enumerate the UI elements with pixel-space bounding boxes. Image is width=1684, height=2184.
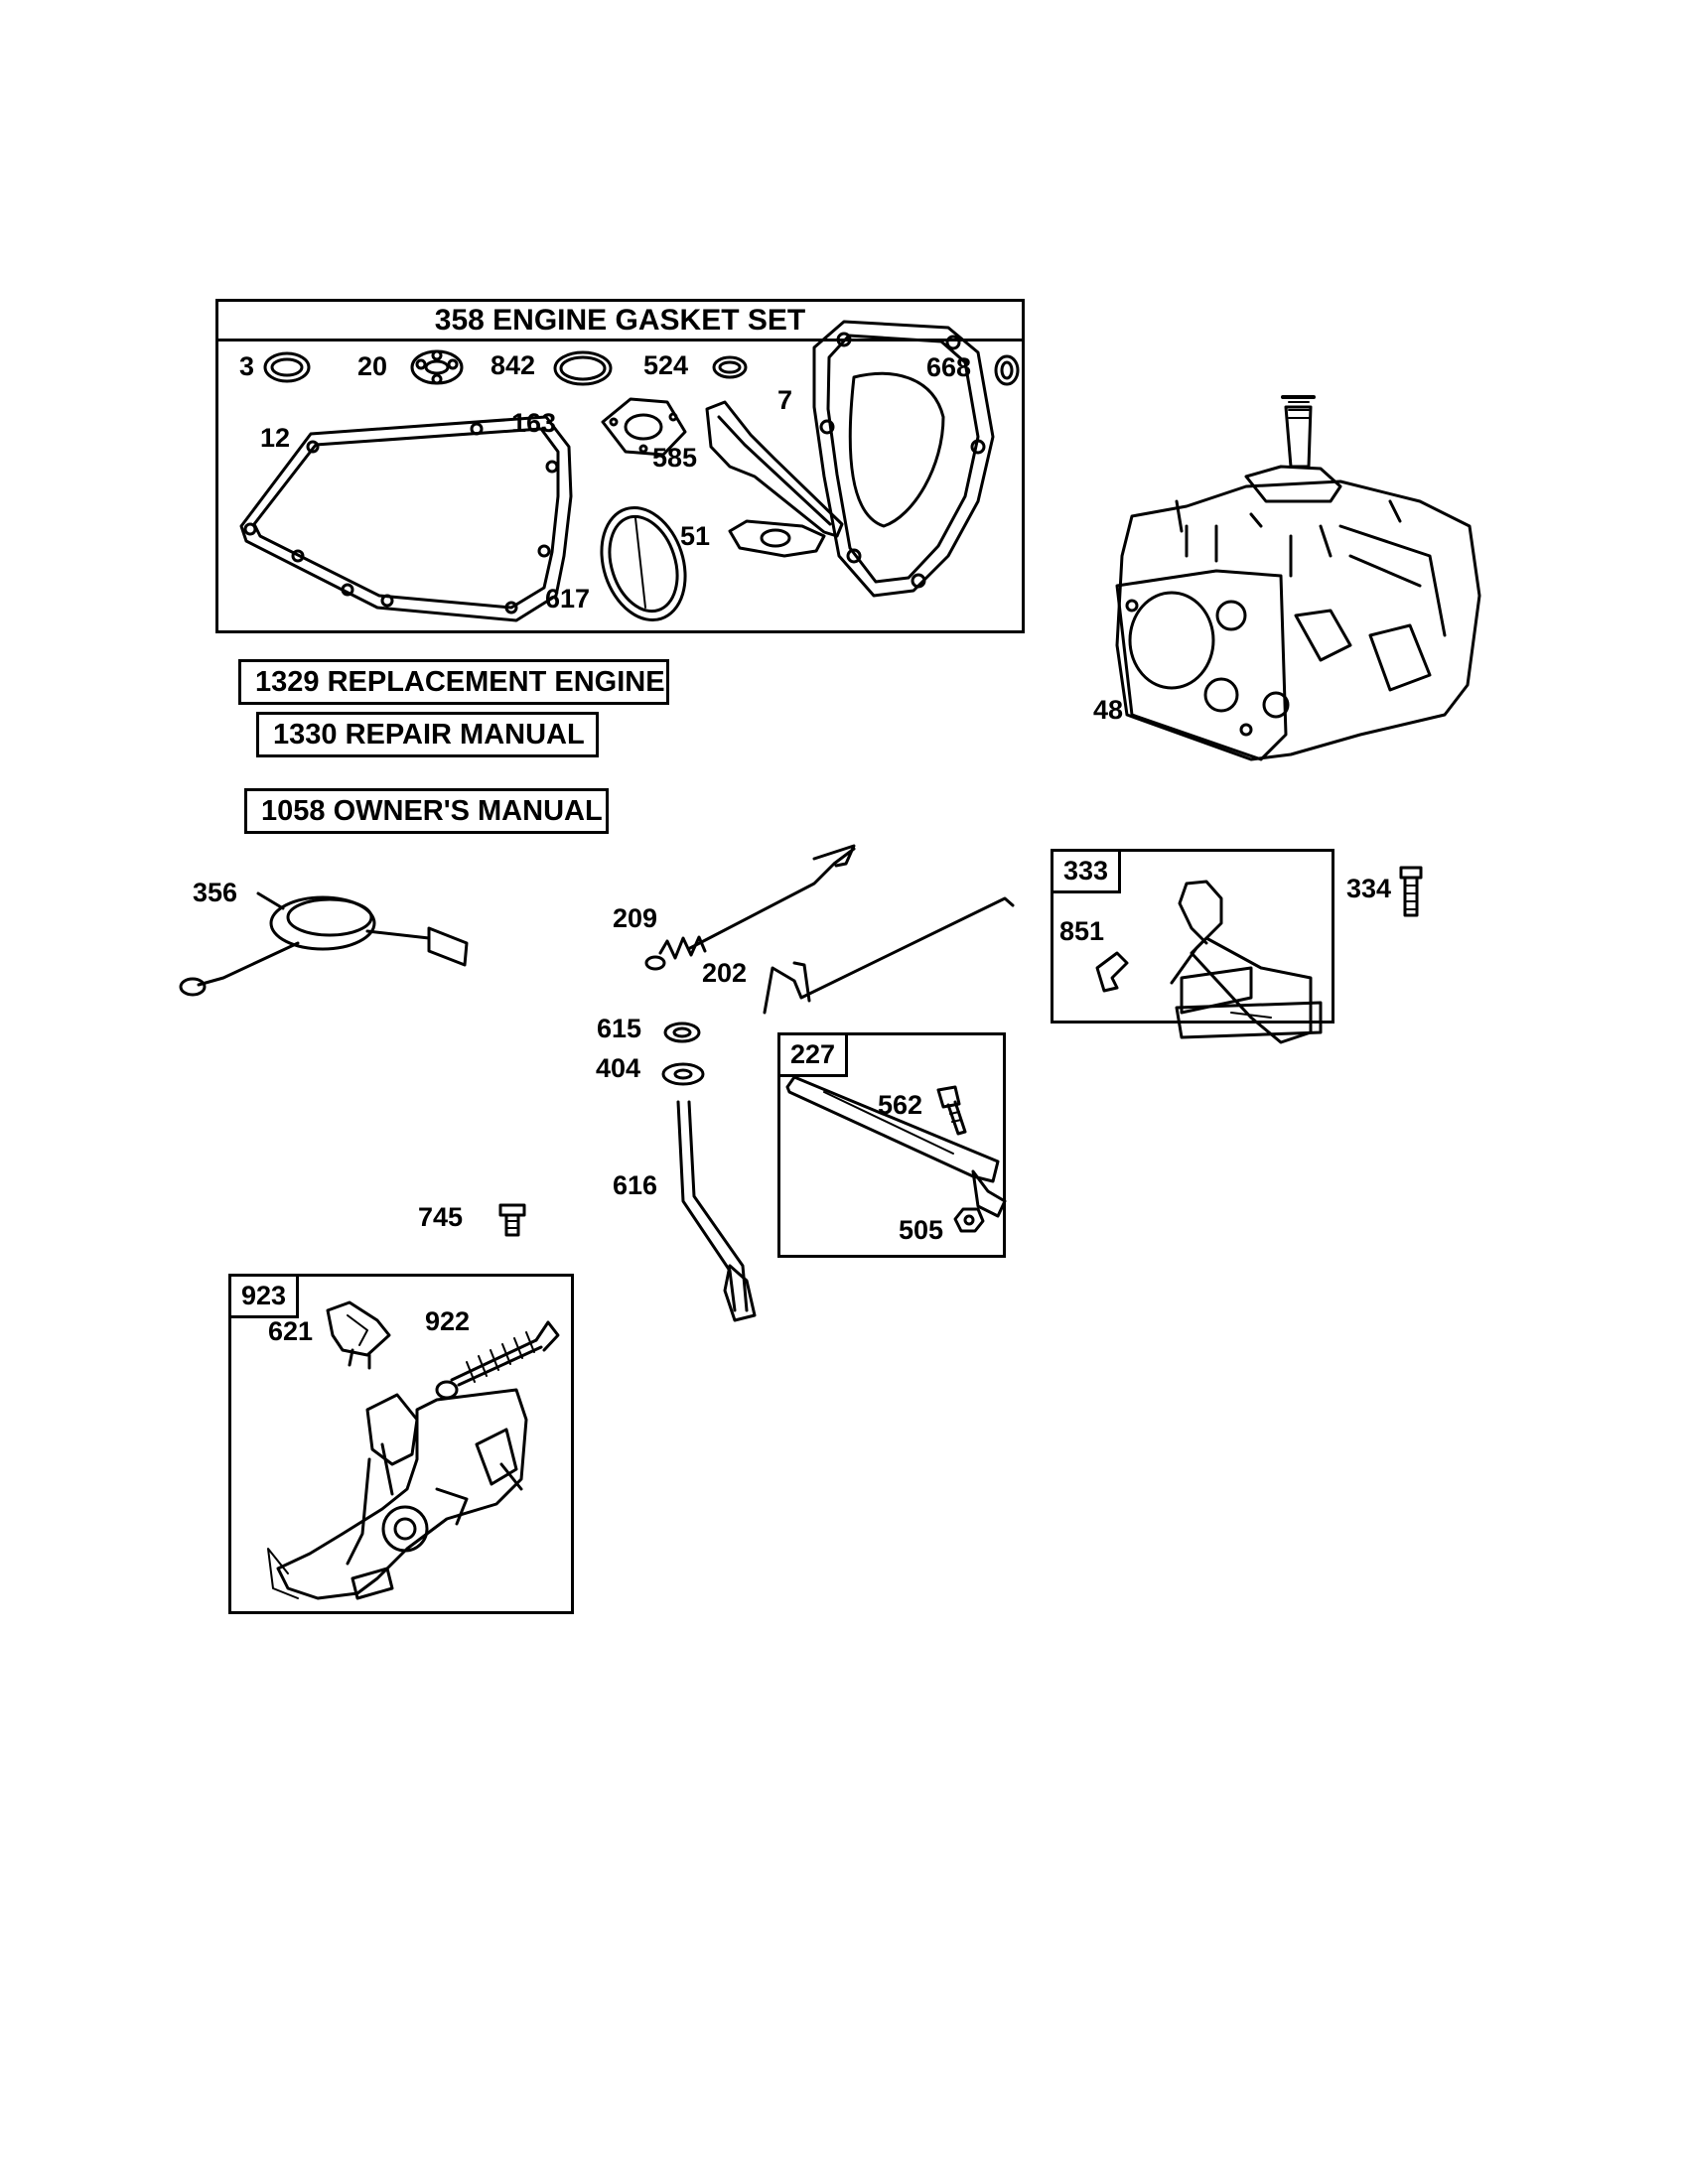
governor-spring-209-drawing: [644, 844, 856, 971]
part-label-585: 585: [652, 443, 698, 473]
bearing-20-drawing: [410, 349, 464, 385]
base-gasket-12-drawing: [239, 415, 573, 622]
part-label-842: 842: [491, 350, 536, 380]
part-label-202: 202: [702, 958, 748, 988]
part-label-209: 209: [613, 903, 658, 933]
kit-227-number: 227: [780, 1035, 849, 1077]
kit-227-box: 227: [777, 1032, 1006, 1258]
gasket-524-drawing: [712, 355, 748, 379]
part-label-356: 356: [193, 878, 238, 907]
ground-wire-356-drawing: [179, 891, 469, 997]
part-label-922: 922: [425, 1306, 471, 1336]
part-label-51: 51: [680, 521, 711, 551]
part-label-616: 616: [613, 1170, 658, 1200]
part-label-562: 562: [878, 1090, 923, 1120]
engine-gasket-set-box: 358 ENGINE GASKET SET: [215, 299, 1025, 633]
part-label-12: 12: [260, 423, 291, 453]
seal-3-drawing: [263, 351, 311, 383]
screw-745-drawing: [498, 1203, 526, 1237]
part-label-668: 668: [926, 352, 972, 382]
gasket-163-drawing: [601, 397, 687, 457]
head-gasket-7-drawing: [812, 320, 995, 598]
engine-gasket-set-title-bar: 358 ENGINE GASKET SET: [218, 302, 1022, 341]
governor-link-202-drawing: [763, 896, 1015, 1015]
part-label-48: 48: [1093, 695, 1124, 725]
oring-842-drawing: [553, 350, 613, 386]
part-label-404: 404: [596, 1053, 641, 1083]
ignition-armature-333-drawing: [1170, 880, 1323, 1044]
part-label-163: 163: [511, 408, 557, 438]
engine-block-48-drawing: [1115, 395, 1481, 761]
replacement-engine-label-box: 1329 REPLACEMENT ENGINE: [238, 659, 669, 705]
repair-manual-label: 1330 REPAIR MANUAL: [273, 718, 585, 751]
owners-manual-label: 1058 OWNER'S MANUAL: [261, 794, 603, 827]
kit-333-box: 333: [1051, 849, 1334, 1024]
washer-404-drawing: [661, 1062, 705, 1086]
kit-333-number: 333: [1053, 852, 1122, 893]
part-label-524: 524: [643, 350, 689, 380]
part-label-851: 851: [1059, 916, 1105, 946]
screw-562-drawing: [936, 1085, 967, 1136]
part-label-3: 3: [239, 351, 255, 381]
part-label-615: 615: [597, 1014, 642, 1043]
governor-lever-227-drawing: [785, 1075, 1007, 1218]
bolt-334-drawing: [1399, 866, 1423, 917]
part-label-745: 745: [418, 1202, 464, 1232]
control-bracket-923-drawing: [267, 1388, 528, 1600]
engine-gasket-set-title: 358 ENGINE GASKET SET: [434, 303, 806, 337]
part-label-20: 20: [357, 351, 388, 381]
repair-manual-label-box: 1330 REPAIR MANUAL: [256, 712, 599, 757]
clip-621-drawing: [326, 1300, 391, 1370]
oring-617-drawing: [600, 505, 687, 622]
washer-668-drawing: [994, 354, 1020, 386]
clip-851-drawing: [1095, 951, 1129, 993]
part-label-621: 621: [268, 1316, 314, 1346]
gasket-51-drawing: [728, 519, 826, 558]
replacement-engine-label: 1329 REPLACEMENT ENGINE: [255, 665, 665, 698]
gasket-585-drawing: [705, 400, 844, 538]
kit-923-number: 923: [231, 1277, 300, 1318]
part-label-505: 505: [899, 1215, 944, 1245]
nut-505-drawing: [953, 1207, 985, 1233]
owners-manual-label-box: 1058 OWNER'S MANUAL: [244, 788, 609, 834]
washer-615-drawing: [663, 1022, 701, 1043]
part-label-334: 334: [1346, 874, 1392, 903]
part-label-617: 617: [545, 584, 591, 614]
governor-shaft-616-drawing: [676, 1100, 757, 1322]
part-label-7: 7: [777, 385, 793, 415]
kit-923-box: 923: [228, 1274, 574, 1614]
